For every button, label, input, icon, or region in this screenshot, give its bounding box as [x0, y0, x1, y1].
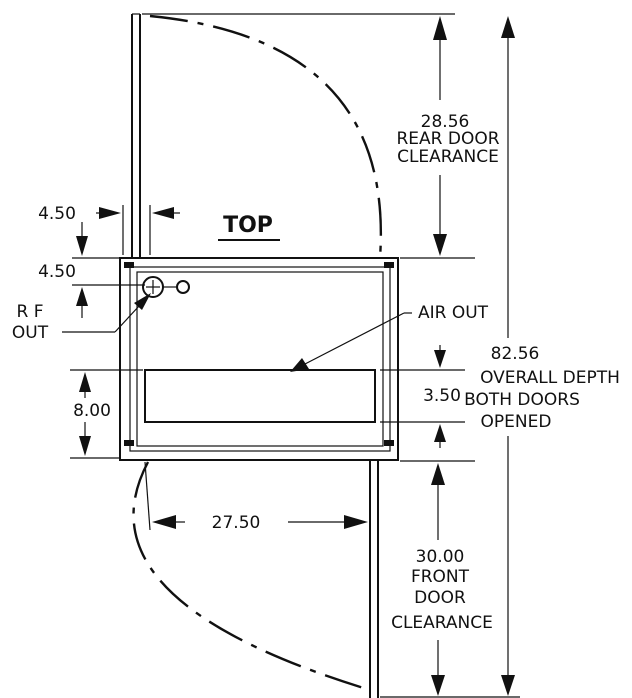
front-door-swing-arc: [132, 461, 371, 692]
rear-clearance-dimension: 28.56 REAR DOOR CLEARANCE: [142, 13, 500, 259]
front-clearance-line3: CLEARANCE: [391, 613, 493, 633]
air-out-callout: AIR OUT: [290, 303, 489, 372]
rf-out-label-line1: R F: [17, 302, 44, 322]
bottom-offset-value: 8.00: [73, 401, 111, 421]
top-offset-value: 4.50: [38, 262, 76, 282]
front-door: [132, 460, 379, 698]
side-offset-value: 4.50: [38, 204, 76, 224]
top-offset-dimension: 4.50: [38, 222, 145, 318]
rear-clearance-line1: REAR DOOR: [396, 129, 499, 149]
vent-height-value: 3.50: [423, 386, 461, 406]
rear-door-swing-arc: [149, 14, 383, 259]
vent-height-dimension: 3.50: [380, 345, 465, 448]
overall-depth-value: 82.56: [491, 344, 540, 364]
cabinet-body: [119, 257, 399, 461]
rf-out-label-line2: OUT: [12, 323, 49, 343]
side-offset-dimension: 4.50: [38, 204, 180, 255]
view-title: TOP: [223, 213, 273, 238]
overall-depth-line1: OVERALL DEPTH: [480, 368, 620, 388]
width-value: 27.50: [212, 513, 261, 533]
overall-depth-dimension: 82.56 OVERALL DEPTH BOTH DOORS OPENED: [464, 16, 620, 696]
rear-door: [131, 13, 383, 259]
front-clearance-line1: FRONT: [411, 567, 470, 587]
rf-out-callout: R F OUT: [12, 293, 151, 343]
rf-out-connector: [142, 276, 190, 298]
rear-clearance-line2: CLEARANCE: [397, 147, 499, 167]
bottom-offset-dimension: 8.00: [70, 369, 143, 459]
rear-clearance-value: 28.56: [421, 112, 470, 132]
air-out-label: AIR OUT: [418, 303, 489, 323]
front-clearance-dimension: 30.00 FRONT DOOR CLEARANCE: [380, 460, 520, 698]
front-clearance-value: 30.00: [416, 547, 465, 567]
overall-depth-line3: OPENED: [481, 412, 552, 432]
width-dimension: 27.50: [144, 461, 368, 533]
front-clearance-line2: DOOR: [414, 588, 466, 608]
air-out-vent: [144, 369, 376, 423]
overall-depth-line2: BOTH DOORS: [464, 390, 580, 410]
